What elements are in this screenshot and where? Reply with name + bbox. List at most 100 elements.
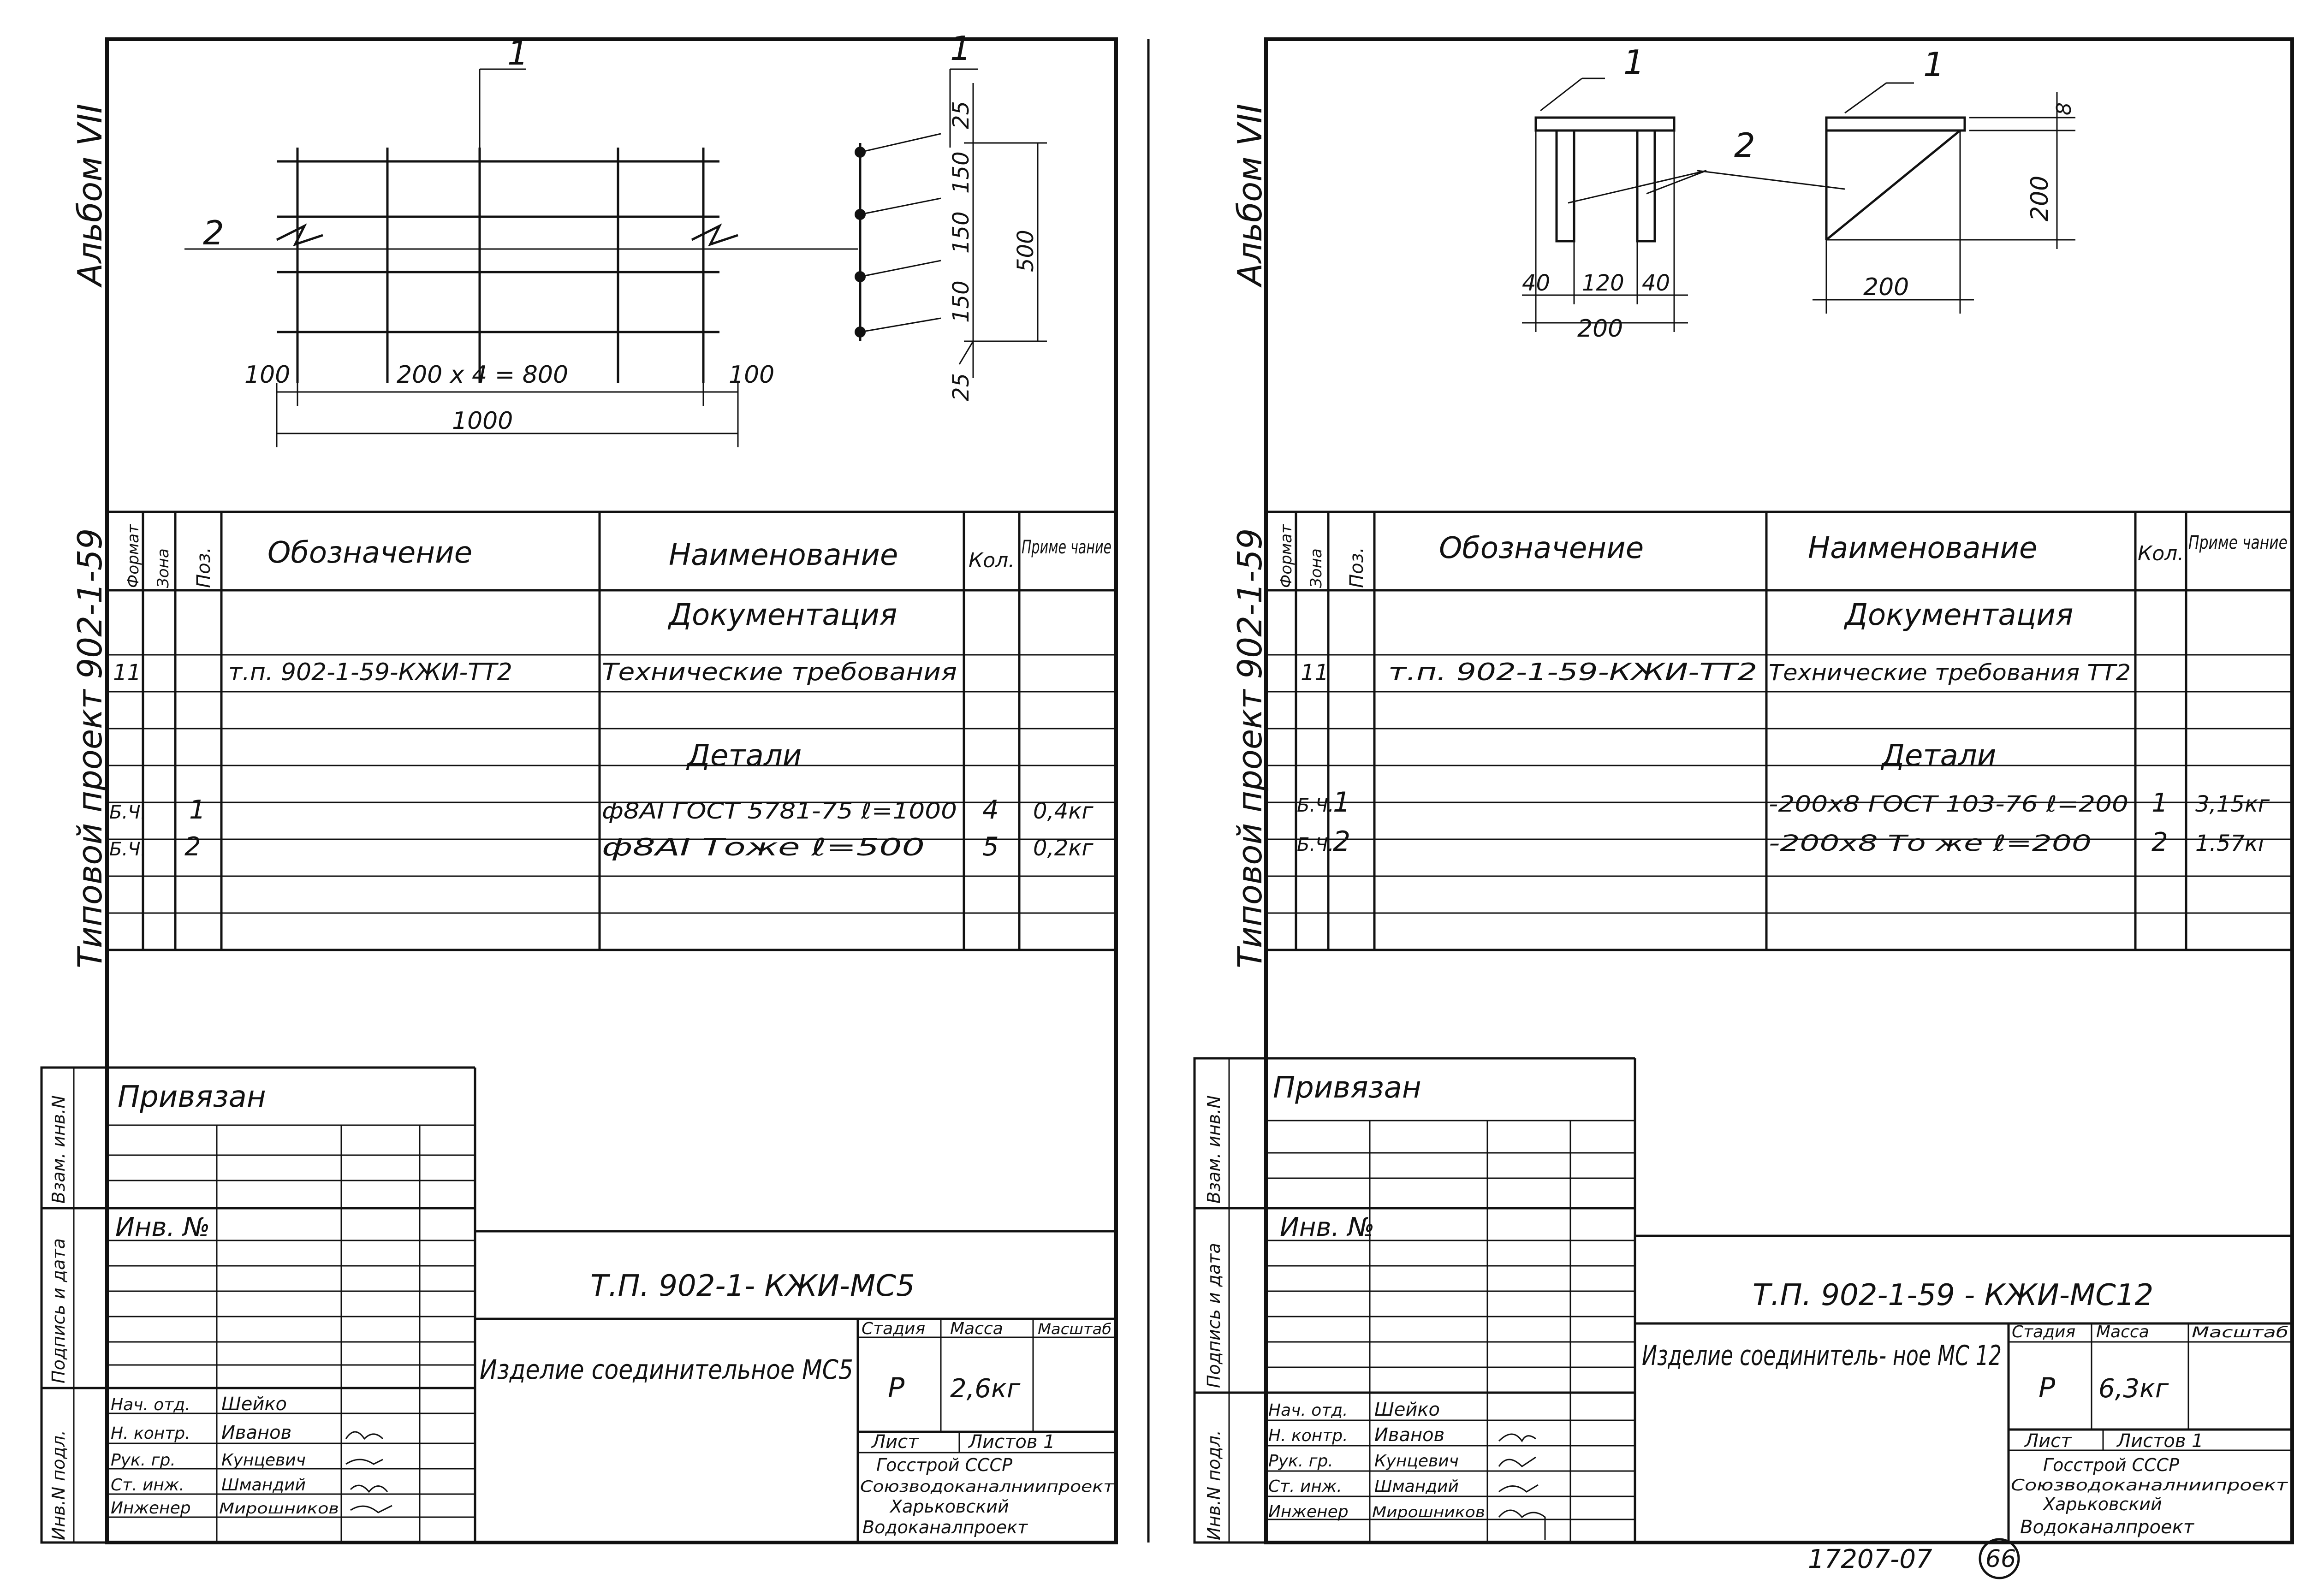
left-header-designation: Обозначение (267, 536, 472, 570)
right-mass: 6,3кг (2098, 1374, 2169, 1404)
left-header-format: Формат (124, 524, 143, 588)
left-album-label: Альбом VII (71, 104, 109, 288)
left-side-col-1: Инв.N подл. (48, 1430, 69, 1540)
right-side-col-2: Подпись и дата (1204, 1243, 1224, 1388)
left-dim-25-top: 25 (948, 101, 974, 129)
right-org-4: Водоканалпроект (2020, 1517, 2195, 1538)
left-sheets-label: Листов 1 (968, 1431, 1055, 1453)
left-role-1: Нач. отд. (111, 1395, 190, 1414)
right-role-5: Инженер (1268, 1502, 1349, 1521)
left-name-3: Кунцевич (221, 1451, 306, 1470)
right-row1-name: -200х8 ГОСТ 103-76 ℓ=200 (1769, 791, 2128, 817)
left-stamp-grid (40, 1066, 1116, 1544)
left-org-3: Харьковский (889, 1496, 1009, 1517)
right-doc-designation: т.п. 902-1-59-КЖИ-ТТ2 (1388, 659, 1757, 686)
right-org-2: Союзводоканалниипроект (2011, 1476, 2288, 1495)
right-header-zone: Зона (1307, 548, 1325, 588)
left-doc-code: Т.П. 902-1- КЖИ-МС5 (590, 1269, 915, 1303)
right-pos1-label-a: 1 (1623, 43, 1645, 82)
left-role-3: Рук. гр. (111, 1451, 176, 1470)
right-dim-200-side: 200 (1863, 273, 1909, 301)
right-dim-8: 8 (2052, 102, 2076, 115)
right-name-3: Кунцевич (1374, 1452, 1459, 1471)
right-header-designation: Обозначение (1439, 531, 1644, 565)
right-front-drawing (1522, 77, 1707, 332)
left-dim-25-bottom: 25 (948, 373, 974, 401)
right-side-drawing (1697, 82, 2075, 314)
right-project-label: Типовой проект 902-1-59 (1230, 528, 1269, 968)
left-role-2: Н. контр. (111, 1424, 190, 1443)
right-dim-200-vertical: 200 (2026, 176, 2054, 221)
right-row2-qty: 2 (2151, 827, 2168, 857)
right-pos2-label: 2 (1734, 126, 1755, 165)
left-dim-500: 500 (1013, 230, 1039, 272)
right-header-name: Наименование (1808, 531, 2037, 565)
right-org-3: Харьковский (2042, 1494, 2162, 1514)
right-stamp-grid (1193, 1057, 2292, 1544)
right-row2-name: -200х8 То же ℓ=200 (1769, 831, 2092, 856)
right-dim-200-width: 200 (1577, 315, 1623, 343)
left-section-docs: Документация (667, 598, 897, 632)
left-name-1: Шейко (221, 1394, 287, 1415)
right-org-1: Госстрой СССР (2043, 1455, 2179, 1475)
left-row2-format: Б.Ч. (109, 839, 146, 860)
left-row2-pos: 2 (184, 832, 201, 862)
right-row2-format: Б.Ч. (1297, 834, 1334, 855)
left-row2-note: 0,2кг (1033, 835, 1094, 861)
left-org-2: Союзводоканалниипроект (860, 1477, 1114, 1496)
left-doc-name: Технические требования (602, 659, 957, 686)
right-name-1: Шейко (1374, 1399, 1440, 1420)
left-spec-table-grid (107, 512, 1116, 951)
left-doc-format: 11 (113, 660, 141, 686)
left-signatures (345, 1431, 392, 1513)
right-header-format: Формат (1277, 524, 1296, 588)
page-number: 66 (1985, 1545, 2016, 1573)
right-dim-120: 120 (1582, 270, 1624, 296)
left-dim-spacing: 200 х 4 = 800 (397, 361, 568, 389)
left-mesh-drawing (184, 68, 858, 447)
left-section-parts: Детали (686, 739, 802, 773)
left-row1-name: ф8АI ГОСТ 5781-75 ℓ=1000 (602, 798, 957, 824)
right-doc-code: Т.П. 902-1-59 - КЖИ-МС12 (1753, 1278, 2153, 1312)
left-side-col-3: Взам. инв.N (48, 1095, 69, 1204)
right-pos1-label-b: 1 (1923, 45, 1944, 84)
right-sheets-label: Листов 1 (2116, 1430, 2204, 1452)
right-dim-40-left: 40 (1522, 270, 1550, 296)
right-header-pos: Поз. (1346, 547, 1367, 588)
right-row1-note: 3,15кг (2195, 791, 2270, 817)
left-header-name: Наименование (669, 538, 898, 572)
left-dim-150-a: 150 (948, 151, 974, 194)
left-name-5: Мирошников (219, 1500, 339, 1517)
right-scale-header: Масштаб (2192, 1323, 2288, 1341)
right-row1-pos: 1 (1333, 786, 1350, 819)
left-row2-name: ф8АI Тоже ℓ=500 (602, 834, 925, 861)
left-pos1-label-a: 1 (507, 34, 529, 72)
left-header-pos: Поз. (193, 547, 214, 588)
left-header-qty: Кол. (969, 549, 1015, 572)
left-row1-pos: 1 (189, 795, 206, 825)
right-row1-qty: 1 (2151, 788, 2168, 818)
right-inv-no: Инв. № (1280, 1212, 1374, 1242)
left-dim-100-right: 100 (729, 361, 774, 389)
left-name-4: Шмандий (221, 1476, 306, 1495)
left-header-zone: Зона (154, 548, 172, 588)
left-mass-header: Масса (950, 1319, 1003, 1338)
right-title: Изделие соединитель- ное МС 12 (1642, 1340, 2002, 1372)
left-row1-format: Б.Ч. (109, 802, 146, 823)
left-section-drawing (855, 68, 1047, 378)
left-title: Изделие соединительное МС5 (480, 1354, 853, 1385)
right-doc-format: 11 (1301, 660, 1329, 686)
left-row2-qty: 5 (982, 832, 999, 862)
left-dim-1000: 1000 (452, 407, 513, 435)
left-side-col-2: Подпись и дата (48, 1238, 69, 1383)
left-row1-qty: 4 (982, 795, 999, 825)
left-scale-header: Масштаб (1038, 1320, 1111, 1338)
right-row1-format: Б.Ч. (1297, 795, 1334, 816)
left-pos2-label: 2 (203, 214, 224, 252)
right-privyazan: Привязан (1273, 1071, 1421, 1105)
right-role-4: Ст. инж. (1268, 1477, 1342, 1496)
right-role-3: Рук. гр. (1268, 1452, 1333, 1471)
left-role-4: Ст. инж. (111, 1476, 184, 1495)
right-side-col-3: Взам. инв.N (1204, 1095, 1224, 1204)
